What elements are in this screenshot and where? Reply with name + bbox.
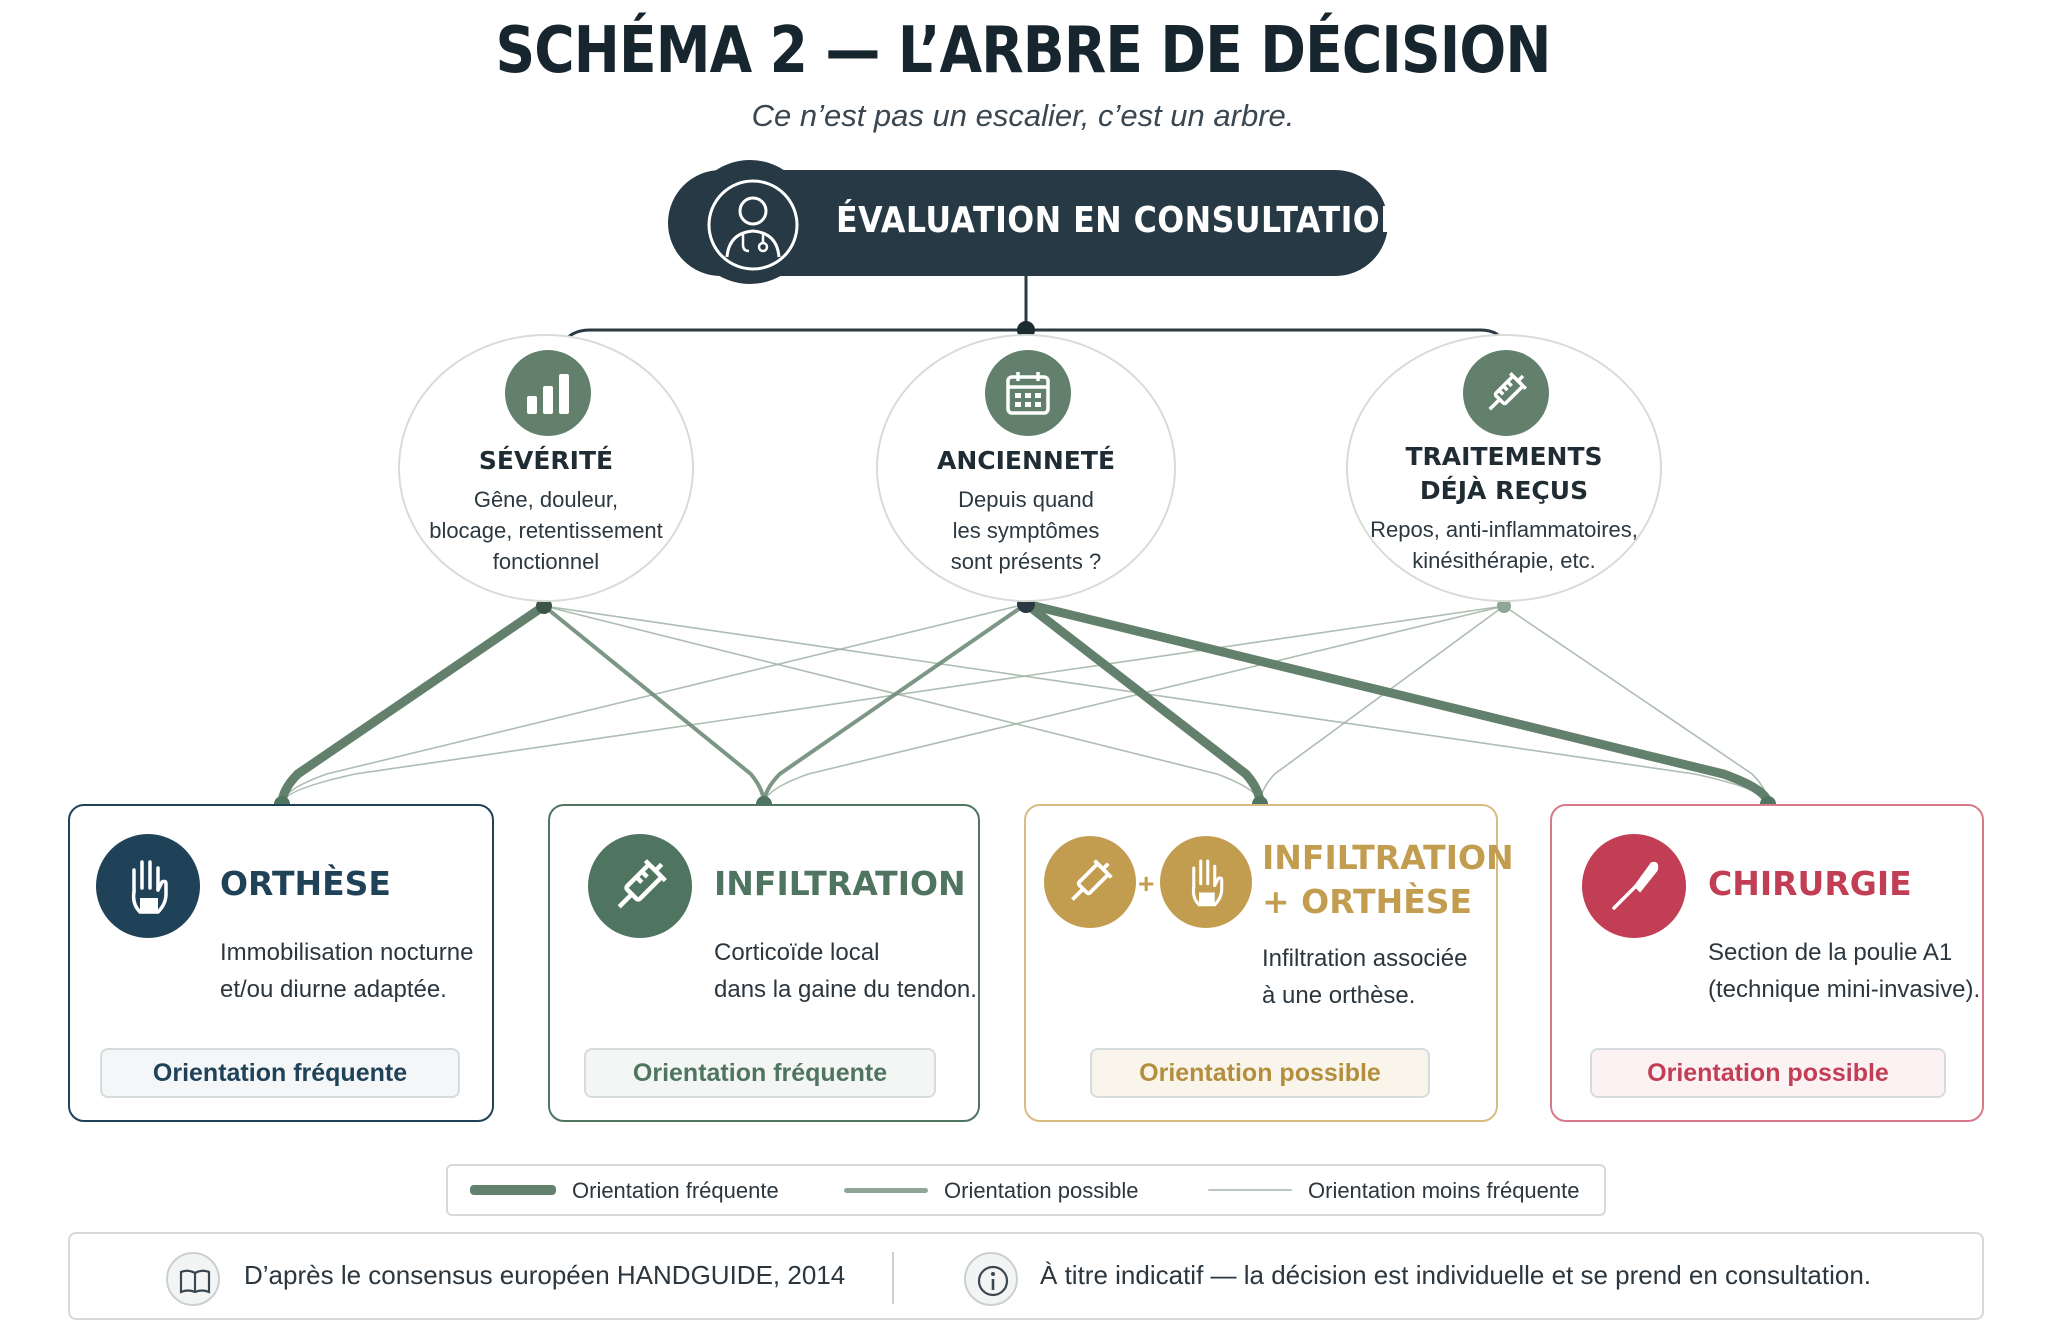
link-anciennete-to-chirurgie: [1021, 599, 1773, 809]
syringe-icon: [1463, 350, 1549, 436]
doctor-icon: [688, 160, 812, 284]
junction-dot-severite: [536, 598, 552, 614]
outcome-card-orthese: ORTHÈSE Immobilisation nocturne et/ou di…: [68, 804, 494, 1122]
plus-icon: +: [1138, 868, 1155, 899]
criterion-label: SÉVÉRITÉ: [478, 446, 614, 475]
scalpel-icon: [1582, 834, 1686, 938]
legend-label: Orientation fréquente: [572, 1178, 779, 1203]
page-title: SCHÉMA 2 — L’ARBRE DE DÉCISION: [495, 14, 1551, 88]
footer: D’après le consensus européen HANDGUIDE,…: [68, 1232, 1984, 1320]
orientation-badge: Orientation fréquente: [584, 1048, 936, 1098]
link-severite-to-infiltration: [542, 604, 766, 806]
criterion-label: ANCIENNETÉ: [936, 446, 1116, 475]
footer-divider: [892, 1252, 894, 1304]
legend-line-moins-frequente: [1208, 1189, 1292, 1191]
outcome-title: INFILTRATION: [714, 864, 966, 903]
orientation-badge: Orientation possible: [1590, 1048, 1946, 1098]
criterion-description: Repos, anti-inflammatoires, kinésithérap…: [1370, 517, 1638, 573]
orientation-badge: Orientation possible: [1090, 1048, 1430, 1098]
orientation-badge: Orientation fréquente: [100, 1048, 460, 1098]
link-anciennete-to-infiltration: [762, 602, 1028, 806]
link-severite-to-orthese: [277, 601, 549, 809]
criterion-description: Depuis quand les symptômes sont présents…: [950, 487, 1102, 574]
legend-label: Orientation possible: [944, 1178, 1139, 1203]
bar-chart-icon: [505, 350, 591, 436]
calendar-icon: [985, 350, 1071, 436]
outcome-card-infiltration-orthese: + INFILTRATION + ORTHÈSE Infiltration as…: [1024, 804, 1514, 1122]
legend-label: Orientation moins fréquente: [1308, 1178, 1580, 1203]
footer-note: À titre indicatif — la décision est indi…: [1040, 1260, 1872, 1290]
criterion-description: Gêne, douleur, blocage, retentissement f…: [429, 487, 663, 574]
outcome-description: Immobilisation nocturne et/ou diurne ada…: [220, 939, 474, 1003]
hand-splint-icon: [1160, 836, 1252, 928]
criterion-traitements: TRAITEMENTS DÉJÀ REÇUS Repos, anti-infla…: [1346, 334, 1662, 602]
syringe-icon: [1044, 836, 1136, 928]
outcome-title: ORTHÈSE: [220, 864, 391, 903]
link-traitements-to-infiltration: [763, 605, 1505, 805]
outcome-card-chirurgie: CHIRURGIE Section de la poulie A1 (techn…: [1550, 804, 1984, 1122]
junction-dot-traitements: [1497, 599, 1511, 613]
info-icon: [964, 1252, 1018, 1306]
criterion-anciennete: ANCIENNETÉ Depuis quand les symptômes so…: [876, 334, 1176, 602]
footer-source: D’après le consensus européen HANDGUIDE,…: [244, 1260, 846, 1290]
legend-line-possible: [844, 1188, 928, 1193]
outcome-title: INFILTRATION + ORTHÈSE: [1262, 838, 1514, 921]
outcome-title: CHIRURGIE: [1708, 864, 1912, 903]
outcome-description: Corticoïde local dans la gaine du tendon…: [714, 939, 977, 1003]
hand-splint-icon: [96, 834, 200, 938]
legend-line-frequente: [470, 1185, 556, 1195]
root-node-label: ÉVALUATION EN CONSULTATION: [836, 200, 1408, 241]
outcome-card-infiltration: INFILTRATION Corticoïde local dans la ga…: [548, 804, 980, 1122]
root-connector-right: [1026, 328, 1507, 346]
criterion-label: TRAITEMENTS DÉJÀ REÇUS: [1405, 442, 1603, 505]
criterion-severite: SÉVÉRITÉ Gêne, douleur, blocage, retenti…: [398, 334, 694, 602]
syringe-icon: [588, 834, 692, 938]
outcome-description: Infiltration associée à une orthèse.: [1262, 945, 1468, 1009]
root-connector-left: [560, 328, 1026, 346]
outcome-description: Section de la poulie A1 (technique mini-…: [1708, 939, 1981, 1003]
page-subtitle: Ce n’est pas un escalier, c’est un arbre…: [751, 98, 1295, 133]
book-icon: [166, 1252, 220, 1306]
legend: Orientation fréquente Orientation possib…: [446, 1164, 1606, 1216]
